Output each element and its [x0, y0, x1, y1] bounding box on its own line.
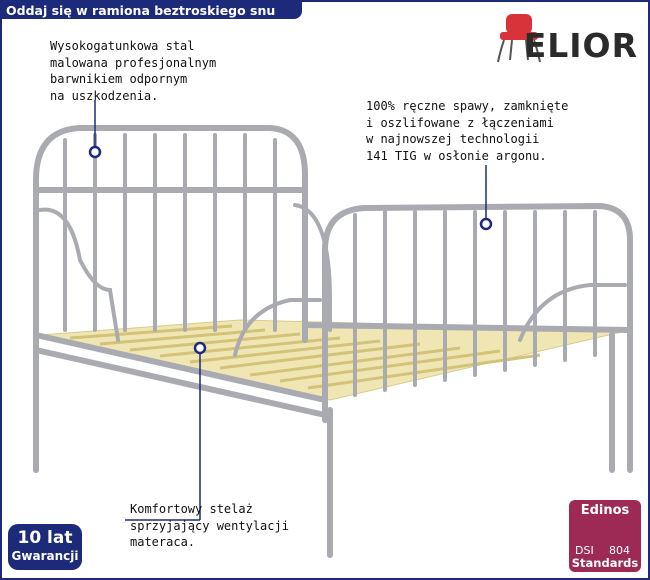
certificate-number: 804	[609, 544, 630, 557]
bed-frame	[33, 125, 633, 558]
callout-markers	[88, 100, 493, 521]
warranty-label: Gwarancji	[11, 549, 79, 563]
page-title: Oddaj się w ramiona beztroskiego snu	[2, 2, 302, 19]
certificate-dsi: DSI	[575, 544, 594, 557]
bed-slats	[39, 319, 631, 401]
callout-steel: Wysokogatunkowa stal malowana profesjona…	[50, 39, 217, 103]
callout-welds: 100% ręczne spawy, zamknięte i oszlifowa…	[366, 99, 569, 163]
brand-logo: ELIOR	[523, 26, 638, 65]
callout-slats: Komfortowy stelaż sprzyjający wentylacji…	[130, 502, 289, 549]
chair-icon	[497, 14, 541, 63]
warranty-years: 10 lat	[17, 528, 73, 548]
warranty-badge: 10 lat Gwarancji	[8, 524, 82, 570]
certificate-badge: Edinos DSI 804 Standards	[569, 500, 641, 572]
certificate-name: Edinos	[580, 503, 630, 518]
certificate-standards: Standards	[571, 556, 639, 570]
